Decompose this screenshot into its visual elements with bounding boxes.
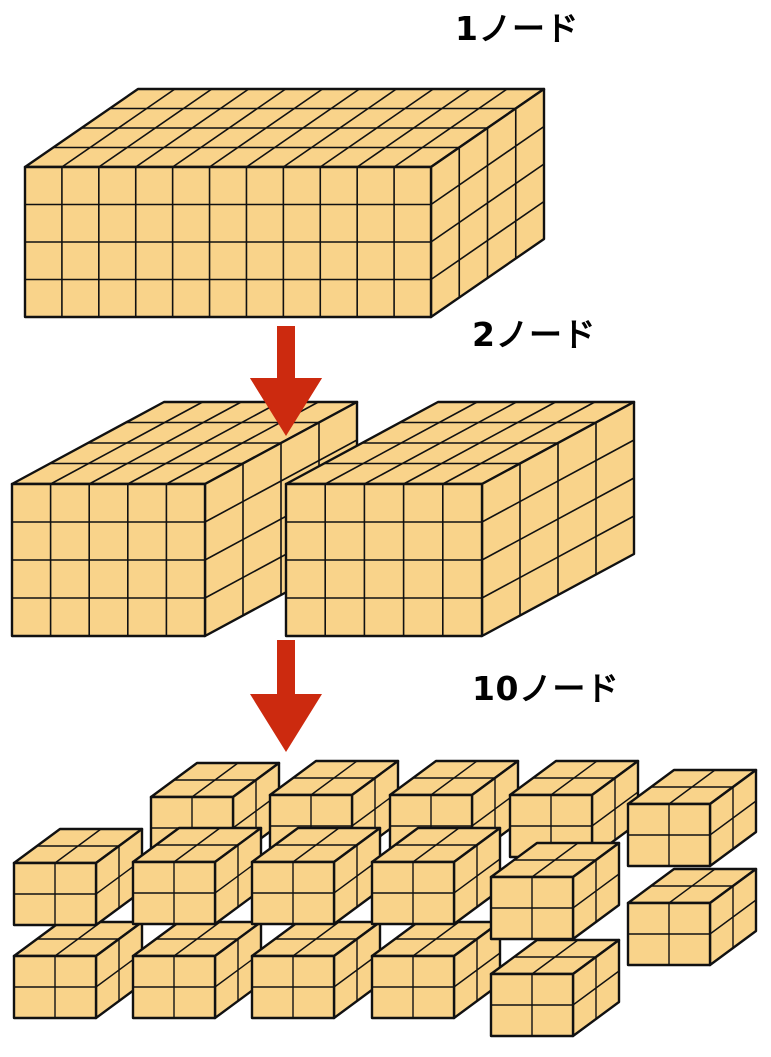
block-10-node-4 [508, 759, 640, 859]
arrow-down-2 [250, 640, 322, 752]
block-10-node-6 [626, 867, 758, 967]
label-10-node: 10ノード [472, 669, 620, 708]
arrow-down-1-tip [250, 378, 322, 436]
label-1-node: 1ノード [455, 9, 579, 48]
block-2-node-right [284, 400, 636, 638]
block-10-node-7 [12, 920, 144, 1020]
block-10-node-13 [131, 826, 263, 926]
block-10-node-16 [489, 841, 621, 941]
block-10-node-15 [370, 826, 502, 926]
label-2-node: 2ノード [472, 315, 596, 354]
block-10-node-10 [370, 920, 502, 1020]
block-10-node-14 [250, 826, 382, 926]
block-10-node-11 [489, 938, 621, 1038]
block-10-node-8 [131, 920, 263, 1020]
block-10-node-12 [12, 827, 144, 927]
block-10-node-5 [626, 768, 758, 868]
block-10-node-9 [250, 920, 382, 1020]
block-1-node [23, 87, 546, 319]
